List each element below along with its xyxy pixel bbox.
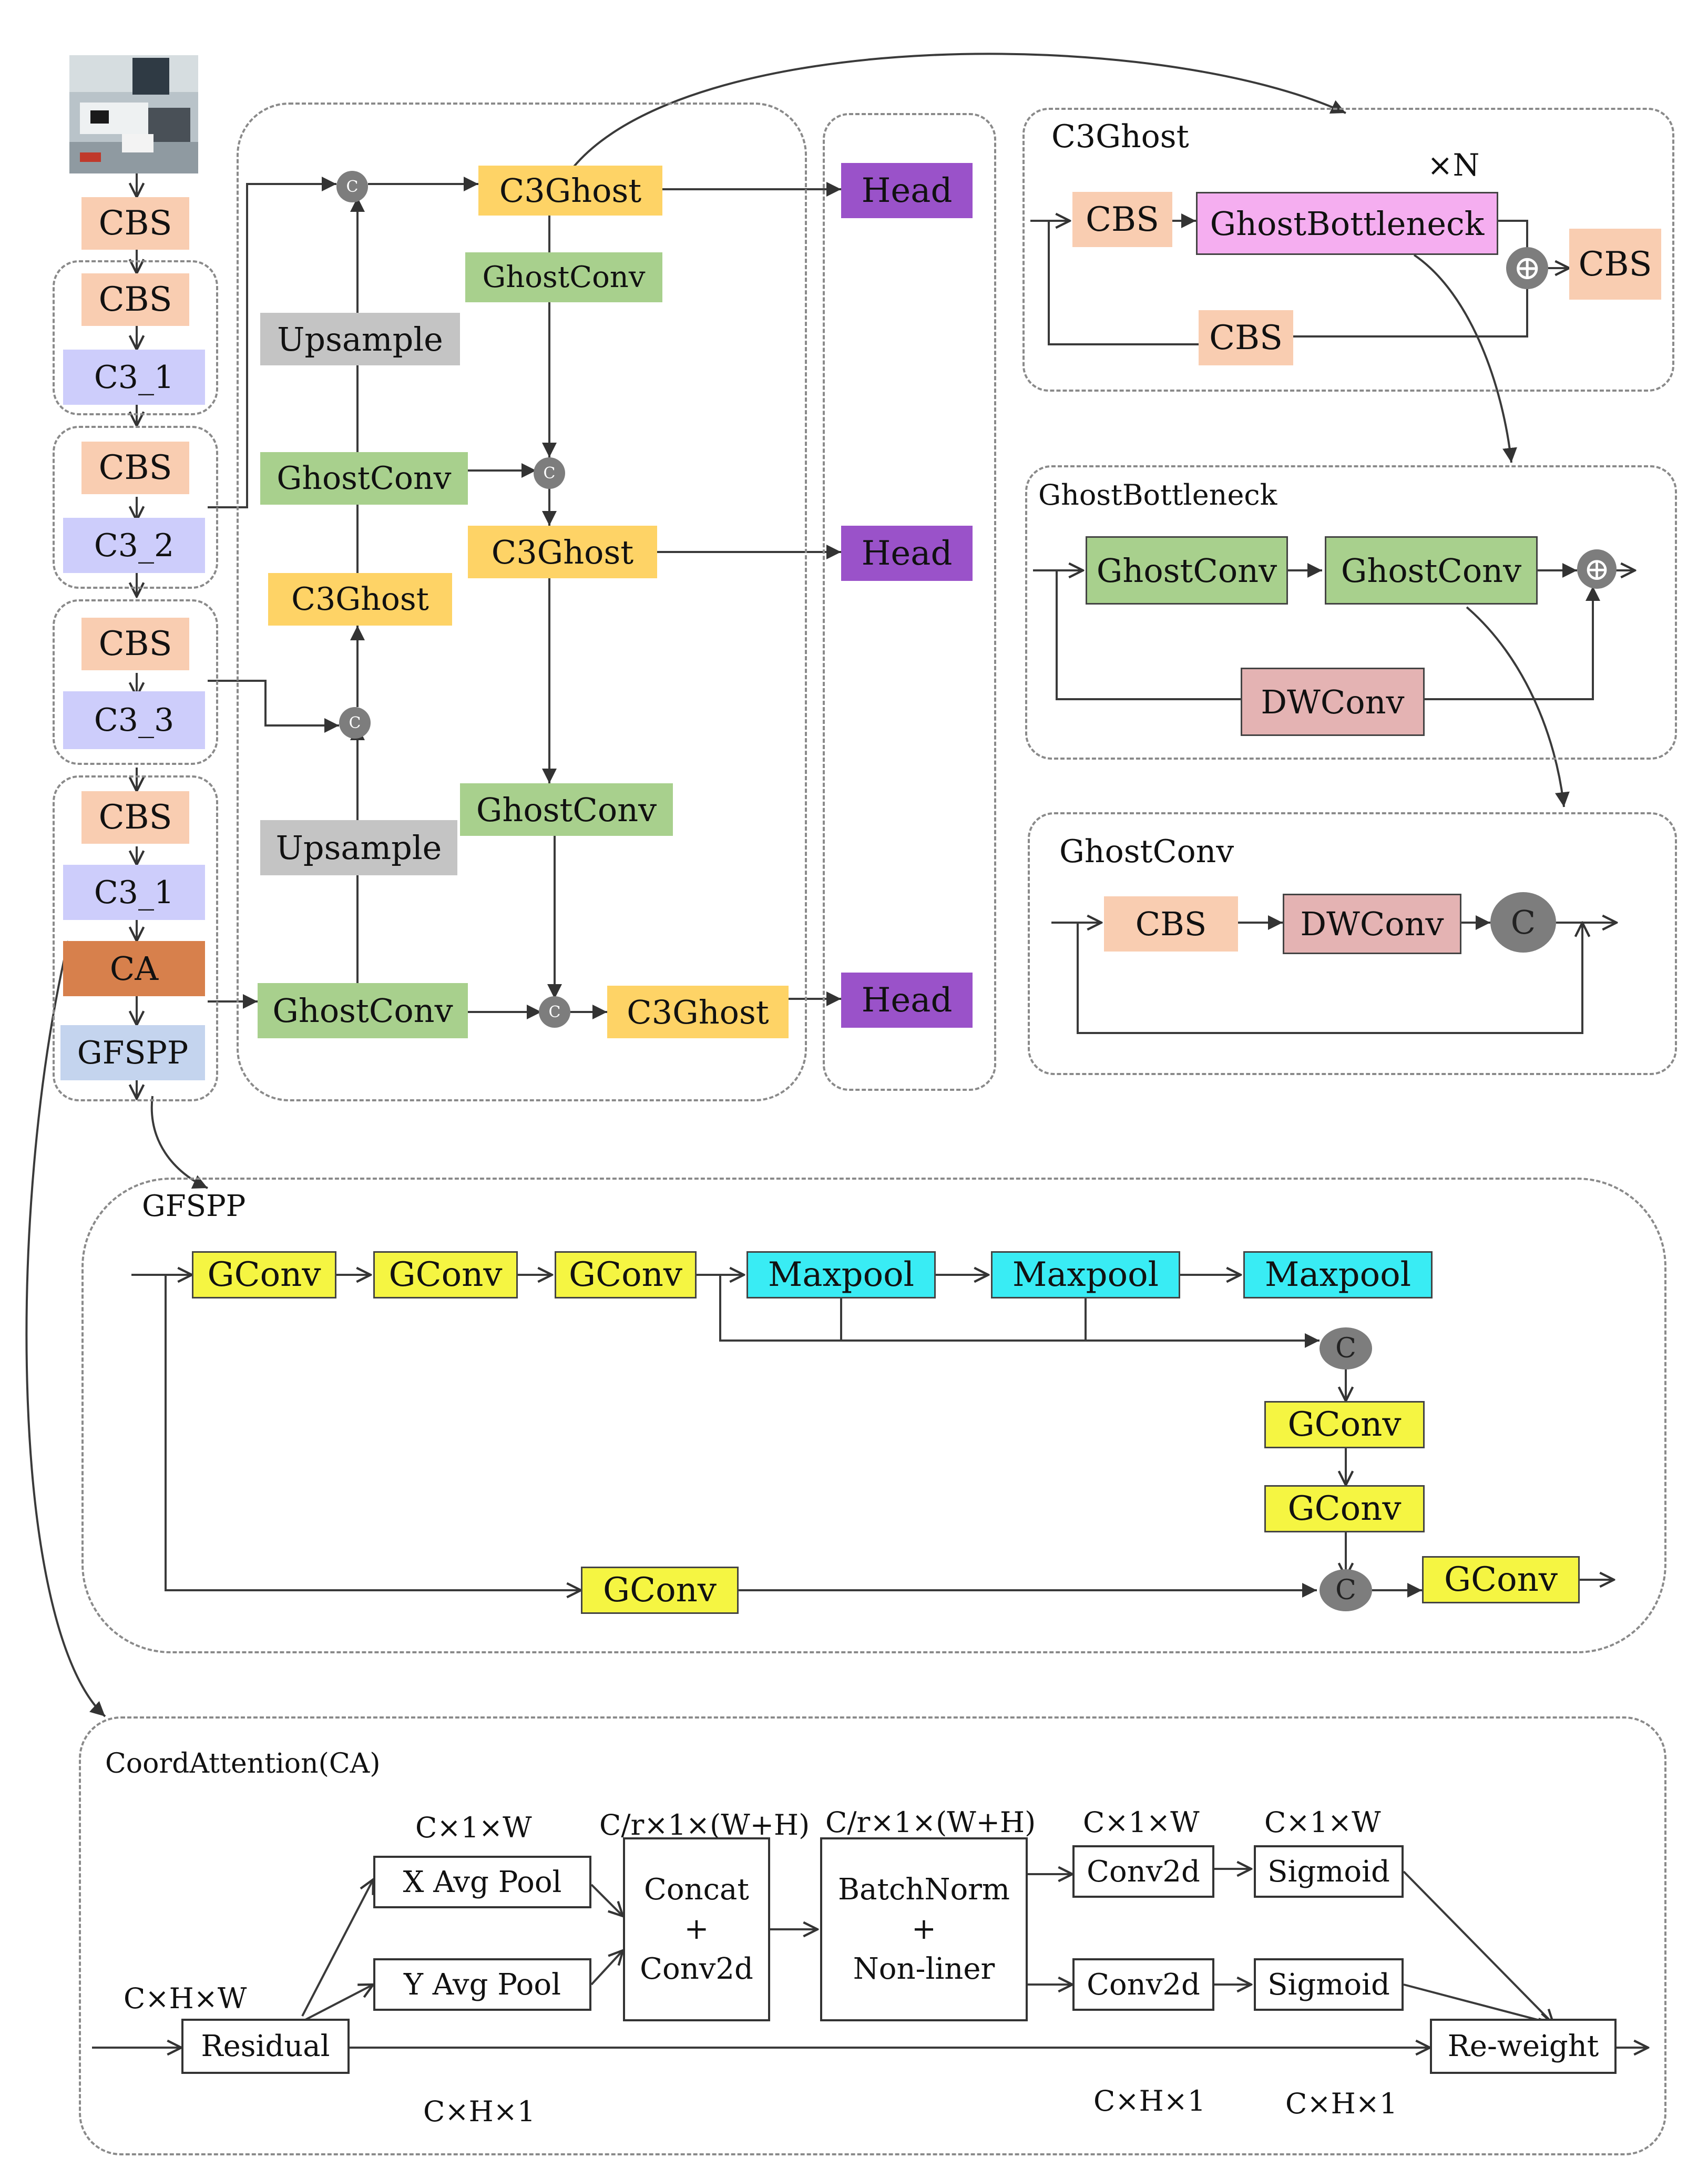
neck-upsample-2: Upsample [260,820,457,875]
backbone-group-4 [53,775,218,1101]
gfspp-maxpool-1: Maxpool [746,1251,936,1298]
ca-nonliner-label: Non-liner [853,1951,995,1986]
backbone-group-3 [53,599,218,765]
head-2: Head [841,526,973,581]
input-photo-icon [69,55,198,173]
neck-c3ghost-1: C3Ghost [478,166,662,216]
gfspp-gconv-1: GConv [192,1251,336,1298]
ca-sigmoid-2: Sigmoid [1254,1958,1404,2011]
ghostconv-module-title: GhostConv [1059,833,1234,870]
backbone-ca: CA [63,941,205,996]
ca-sigmoid-1: Sigmoid [1254,1845,1404,1898]
gfspp-concat-node-2: C [1320,1569,1372,1611]
c3ghost-module-frame [1022,108,1674,392]
c3ghost-add-node: ⊕ [1506,247,1548,289]
backbone-c3-1: C3_1 [63,350,205,405]
backbone-cbs-2: CBS [81,273,189,326]
backbone-cbs-5: CBS [81,791,189,844]
backbone-group-1 [53,260,218,415]
backbone-gfspp: GFSPP [60,1025,205,1080]
ghostbottleneck-module-title: GhostBottleneck [1038,478,1277,512]
neck-concat-node-2: C [534,457,565,489]
ca-conv2d-2: Conv2d [1072,1958,1214,2011]
gfspp-gconv-3: GConv [555,1251,697,1298]
ghostconv-cbs: CBS [1104,896,1238,952]
ca-module-title: CoordAttention(CA) [105,1748,381,1780]
neck-c3ghost-4: C3Ghost [607,986,789,1038]
ca-dim-chw: C×H×W [124,1982,247,2015]
neck-upsample-1: Upsample [260,313,460,365]
gfspp-module-title: GFSPP [142,1189,246,1223]
ca-dim-ch1-1: C×H×1 [423,2095,536,2128]
gfspp-gconv-2: GConv [373,1251,518,1298]
gfspp-gconv-4: GConv [1264,1401,1425,1448]
ca-dim-cr-2: C/r×1×(W+H) [825,1806,1036,1839]
neck-c3ghost-2: C3Ghost [468,526,657,578]
neck-ghostconv-4: GhostConv [258,983,468,1038]
ghostconv-concat-node: C [1490,892,1556,953]
c3ghost-cbs-2: CBS [1199,310,1293,365]
neck-concat-node-3: C [339,707,371,739]
gfspp-maxpool-2: Maxpool [991,1251,1180,1298]
ca-concat-label: Concat [644,1872,749,1907]
gfspp-gconv-5: GConv [1264,1485,1425,1532]
coordattention-module-frame [79,1716,1666,2155]
ca-dim-ch1-3: C×H×1 [1285,2087,1398,2120]
ghostbottleneck-add-node: ⊕ [1577,549,1617,589]
neck-c3ghost-3: C3Ghost [268,573,452,626]
ca-concat-plus: + [684,1912,709,1947]
head-3: Head [841,973,973,1028]
ghostconv-module-frame [1028,812,1677,1075]
ca-concat-conv2d: Concat + Conv2d [623,1837,770,2021]
neck-ghostconv-2: GhostConv [260,452,468,505]
backbone-c3-3: C3_3 [63,691,205,749]
ca-dim-cr-1: C/r×1×(W+H) [599,1808,810,1842]
head-region [823,113,996,1091]
ca-batchnorm-nonliner: BatchNorm + Non-liner [820,1837,1028,2021]
head-1: Head [841,163,973,218]
c3ghost-cbs-3: CBS [1569,229,1661,300]
ca-y-avg-pool: Y Avg Pool [373,1958,591,2011]
ca-residual: Residual [181,2019,350,2074]
ghostbottleneck-module-frame [1025,465,1677,760]
neck-concat-node-1: C [336,171,368,202]
neck-region [237,103,807,1101]
gfspp-gconv-6: GConv [581,1567,739,1614]
gfspp-gconv-7: GConv [1422,1556,1580,1603]
neck-ghostconv-3: GhostConv [460,783,673,836]
ca-conv2d-label: Conv2d [640,1951,753,1986]
backbone-c3-1-b: C3_1 [63,865,205,920]
ca-x-avg-pool: X Avg Pool [373,1856,591,1908]
ghostbottleneck-dwconv: DWConv [1241,668,1425,736]
input-photo-image [69,55,198,173]
ca-dim-ch1-2: C×H×1 [1093,2084,1206,2118]
neck-concat-node-4: C [539,996,570,1028]
ca-dim-c1w-3: C×1×W [1264,1806,1381,1839]
c3ghost-ghostbottleneck: GhostBottleneck [1196,192,1498,255]
c3ghost-repeat-label: ×N [1427,147,1480,183]
ghostbottleneck-ghostconv-2: GhostConv [1325,536,1538,605]
backbone-cbs-1: CBS [81,197,189,250]
gfspp-concat-node-1: C [1320,1327,1372,1369]
gfspp-module-frame [81,1178,1666,1653]
ca-batchnorm-label: BatchNorm [837,1872,1010,1907]
ca-reweight: Re-weight [1430,2019,1617,2074]
ghostbottleneck-ghostconv-1: GhostConv [1086,536,1288,605]
ca-dim-c1w-2: C×1×W [1083,1806,1200,1839]
backbone-cbs-3: CBS [81,442,189,494]
ca-conv2d-1: Conv2d [1072,1845,1214,1898]
backbone-c3-2: C3_2 [63,518,205,573]
gfspp-maxpool-3: Maxpool [1243,1251,1433,1298]
ca-dim-c1w-1: C×1×W [415,1811,532,1844]
backbone-group-2 [53,426,218,589]
c3ghost-module-title: C3Ghost [1051,118,1189,155]
backbone-cbs-4: CBS [81,618,189,670]
neck-ghostconv-1: GhostConv [465,252,662,302]
ghostconv-dwconv: DWConv [1283,894,1461,954]
ca-bn-plus: + [912,1912,936,1947]
c3ghost-cbs-1: CBS [1072,192,1172,247]
